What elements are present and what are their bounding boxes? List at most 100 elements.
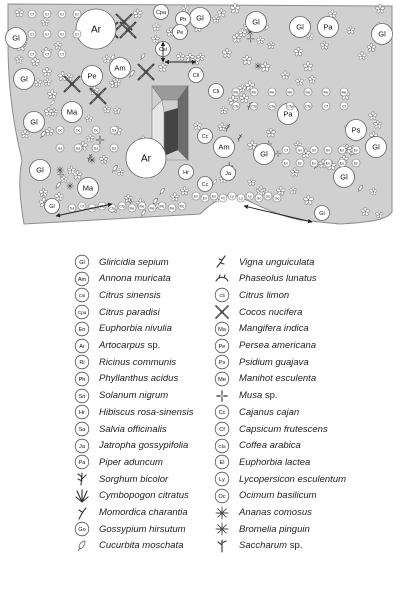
- svg-text:Cf: Cf: [219, 427, 225, 433]
- small-plant-label: Sa: [76, 146, 80, 150]
- small-plant-circle: Ly: [245, 191, 255, 201]
- circle-abbr-icon: Gl: [74, 254, 90, 270]
- small-plant-circle: Go: [263, 191, 273, 201]
- svg-text:Oc: Oc: [218, 494, 225, 500]
- tree-circle-label: Am: [218, 143, 229, 152]
- small-plant-circle: Sa: [67, 203, 77, 213]
- svg-text:Hr: Hr: [79, 410, 85, 416]
- tree-circle-label: Pa: [283, 110, 293, 119]
- tree-circle-label: Gl: [378, 30, 386, 39]
- circle-abbr-icon: En: [74, 321, 90, 336]
- legend-species-name: Phyllanthus acidus: [99, 373, 179, 385]
- tree-circle-pa-1: Pa: [317, 16, 339, 38]
- legend-item: Ps Psidium guajava: [214, 354, 309, 370]
- circle-abbr-icon: Sn: [74, 388, 90, 403]
- circle-abbr-icon: Csi: [74, 288, 90, 303]
- small-plant-circle: Oc: [55, 125, 65, 135]
- pineapple-icon: [215, 506, 229, 519]
- circle-abbr-icon: Go: [74, 521, 90, 537]
- legend-species-name: Ocimum basilicum: [239, 490, 317, 502]
- legend-species-name: Citrus limon: [239, 289, 290, 301]
- legend-species-name: Cymbopogon citratus: [99, 490, 189, 502]
- svg-text:Ri: Ri: [79, 360, 84, 366]
- legend-item: Cli Citrus limon: [214, 287, 289, 303]
- tree-circle-label: Ar: [141, 154, 152, 165]
- svg-text:Ph: Ph: [79, 377, 86, 383]
- small-plant-label: Me: [306, 90, 311, 94]
- bromelia-icon: [215, 522, 229, 536]
- small-plant-label: El: [45, 12, 48, 16]
- small-plant-label: Sa: [58, 146, 62, 150]
- small-plant-label: Go: [266, 194, 271, 198]
- circle-abbr-icon: Ja: [74, 438, 90, 453]
- svg-text:En: En: [79, 327, 86, 333]
- small-plant-label: Cfa: [251, 104, 257, 108]
- svg-text:Ps: Ps: [219, 360, 226, 366]
- legend-item: Cucurbita moschata: [74, 538, 183, 554]
- legend-species-name: Cucurbita moschata: [99, 540, 184, 552]
- small-plant-label: Me: [130, 206, 135, 210]
- tree-circle-label: Gl: [340, 173, 348, 182]
- small-plant-circle: Oc: [73, 125, 83, 135]
- small-plant-label: Me: [324, 90, 329, 94]
- small-plant-circle: Cfa: [303, 101, 313, 111]
- tree-circle-cpa-1: Cpa: [153, 4, 169, 20]
- small-plant-circle: Cf: [27, 49, 37, 59]
- small-plant-circle: Sa: [73, 143, 83, 153]
- legend-species-name: Euphorbia nivulia: [99, 323, 172, 335]
- legend-species-name: Psidium guajava: [239, 356, 309, 368]
- small-plant-circle: Me: [231, 87, 241, 97]
- small-plant-label: En: [194, 194, 198, 198]
- legend-species-name: Sorghum bicolor: [99, 473, 169, 485]
- small-plant-circle: Me: [157, 201, 167, 211]
- tree-circle-label: Cpa: [156, 10, 167, 16]
- small-plant-label: Me: [140, 204, 145, 208]
- small-plant-circle: En: [337, 145, 347, 155]
- legend-item: Momordica charantia: [74, 505, 188, 521]
- tree-circle-label: Cli: [213, 89, 219, 95]
- svg-text:Pe: Pe: [219, 344, 226, 350]
- legend-item: Vigna unguiculata: [214, 254, 314, 270]
- small-plant-label: Me: [270, 90, 275, 94]
- small-plant-circle: Me: [167, 203, 177, 213]
- small-plant-circle: El: [42, 9, 52, 19]
- small-plant-circle: Sa: [55, 143, 65, 153]
- svg-text:Cli: Cli: [219, 293, 224, 298]
- small-plant-circle: En: [295, 158, 305, 168]
- tree-circle-label: Ph: [180, 17, 187, 23]
- small-plant-label: Cfa: [119, 204, 125, 208]
- musa-icon: [216, 389, 228, 402]
- svg-text:Ja: Ja: [79, 444, 86, 450]
- momordica-icon: [78, 506, 87, 520]
- legend-item: Bromelia pinguin: [214, 521, 310, 537]
- small-plant-circle: Ly: [227, 191, 237, 201]
- small-plant-circle: Go: [254, 193, 264, 203]
- tree-circle-gl-9: Gl: [253, 143, 275, 165]
- small-plant-label: El: [60, 12, 63, 16]
- legend-species-name: Euphorbia lactea: [239, 456, 311, 468]
- small-plant-label: En: [340, 148, 344, 152]
- circle-abbr-icon: Cpa: [74, 304, 90, 320]
- legend-species-name: Solanum nigrum: [99, 390, 169, 402]
- svg-text:El: El: [220, 460, 225, 466]
- small-plant-label: Sn: [312, 148, 316, 152]
- small-plant-circle: El: [72, 29, 82, 39]
- small-plant-label: Cf: [342, 104, 346, 108]
- small-plant-circle: En: [337, 158, 347, 168]
- sorghum-icon: [77, 472, 87, 486]
- legend-item: El Euphorbia lactea: [214, 454, 310, 470]
- tree-circle-label: Hr: [183, 170, 189, 176]
- tree-circle-cc-1: Cc: [197, 128, 213, 144]
- legend-item: Cocos nucifera: [214, 304, 302, 320]
- tree-circle-gl-6: Gl: [13, 68, 35, 90]
- circle-abbr-icon: Ma: [214, 321, 230, 336]
- legend-item: Ananas comosus: [214, 505, 312, 521]
